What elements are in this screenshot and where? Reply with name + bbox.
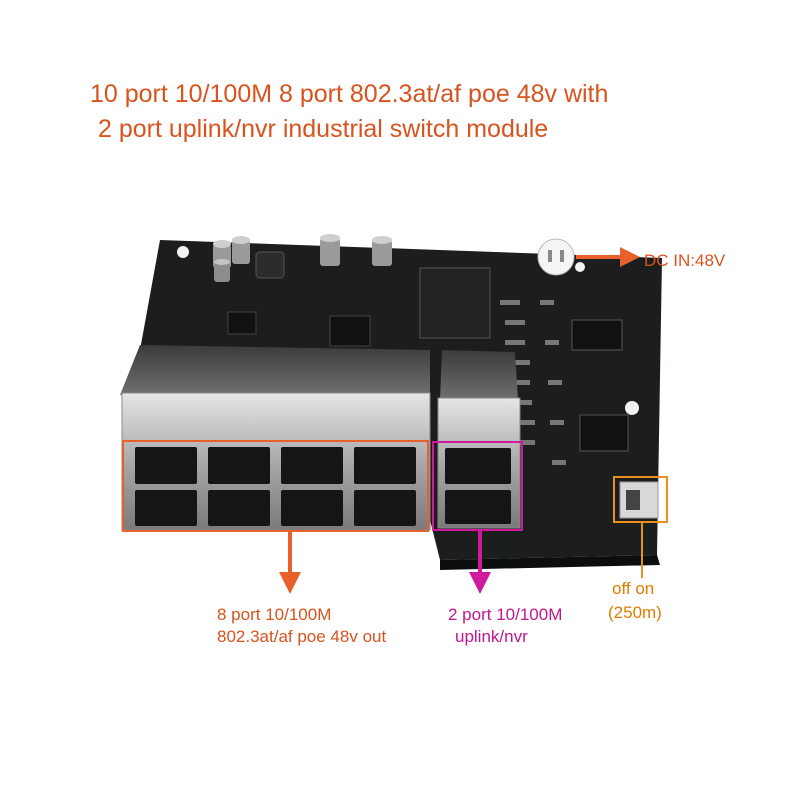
product-title-line-1: 10 port 10/100M 8 port 802.3at/af poe 48…	[90, 80, 609, 108]
dc-power-connector	[537, 238, 575, 276]
switch-label-line-1: off on	[612, 579, 655, 598]
uplink-ports-label-line-2: uplink/nvr	[455, 627, 528, 646]
rj45-uplink-port	[445, 448, 511, 484]
uplink-ports-label-line-1: 2 port 10/100M	[448, 605, 563, 624]
uplink-ports-outline	[432, 441, 523, 531]
capacitor	[320, 234, 340, 266]
mounting-hole	[177, 246, 189, 258]
mounting-hole	[625, 401, 639, 415]
poe-ports-label-line-2: 802.3at/af poe 48v out	[217, 627, 387, 646]
pcb-edge	[440, 555, 660, 570]
capacitor	[372, 236, 392, 266]
capacitor	[232, 236, 250, 264]
chip	[227, 311, 257, 335]
dc-in-arrowhead	[620, 247, 640, 267]
poe-ports-outline	[122, 440, 429, 532]
inductor	[255, 251, 285, 279]
rj45-port-row-top	[135, 447, 416, 484]
chip	[329, 315, 371, 347]
switch-label-line-2: (250m)	[608, 603, 662, 622]
rj45-8-port-shield-top	[120, 345, 430, 395]
transformer-chip	[419, 267, 491, 339]
rj45-2-port-shield-top	[440, 350, 518, 400]
poe-ports-arrowhead	[279, 572, 301, 594]
dc-in-label: DC IN:48V	[644, 251, 726, 270]
capacitor	[214, 259, 230, 282]
rj45-port-row-bottom	[135, 490, 416, 526]
mounting-hole	[575, 262, 585, 272]
smd-components	[500, 300, 566, 465]
chip	[579, 414, 629, 452]
poe-ports-label-line-1: 8 port 10/100M	[217, 605, 332, 624]
product-title-line-2: 2 port uplink/nvr industrial switch modu…	[98, 115, 549, 143]
chip	[571, 319, 623, 351]
uplink-ports-arrowhead	[469, 572, 491, 594]
switch-outline	[613, 476, 668, 523]
rj45-uplink-port	[445, 490, 511, 524]
dip-switch-knob	[626, 490, 640, 510]
